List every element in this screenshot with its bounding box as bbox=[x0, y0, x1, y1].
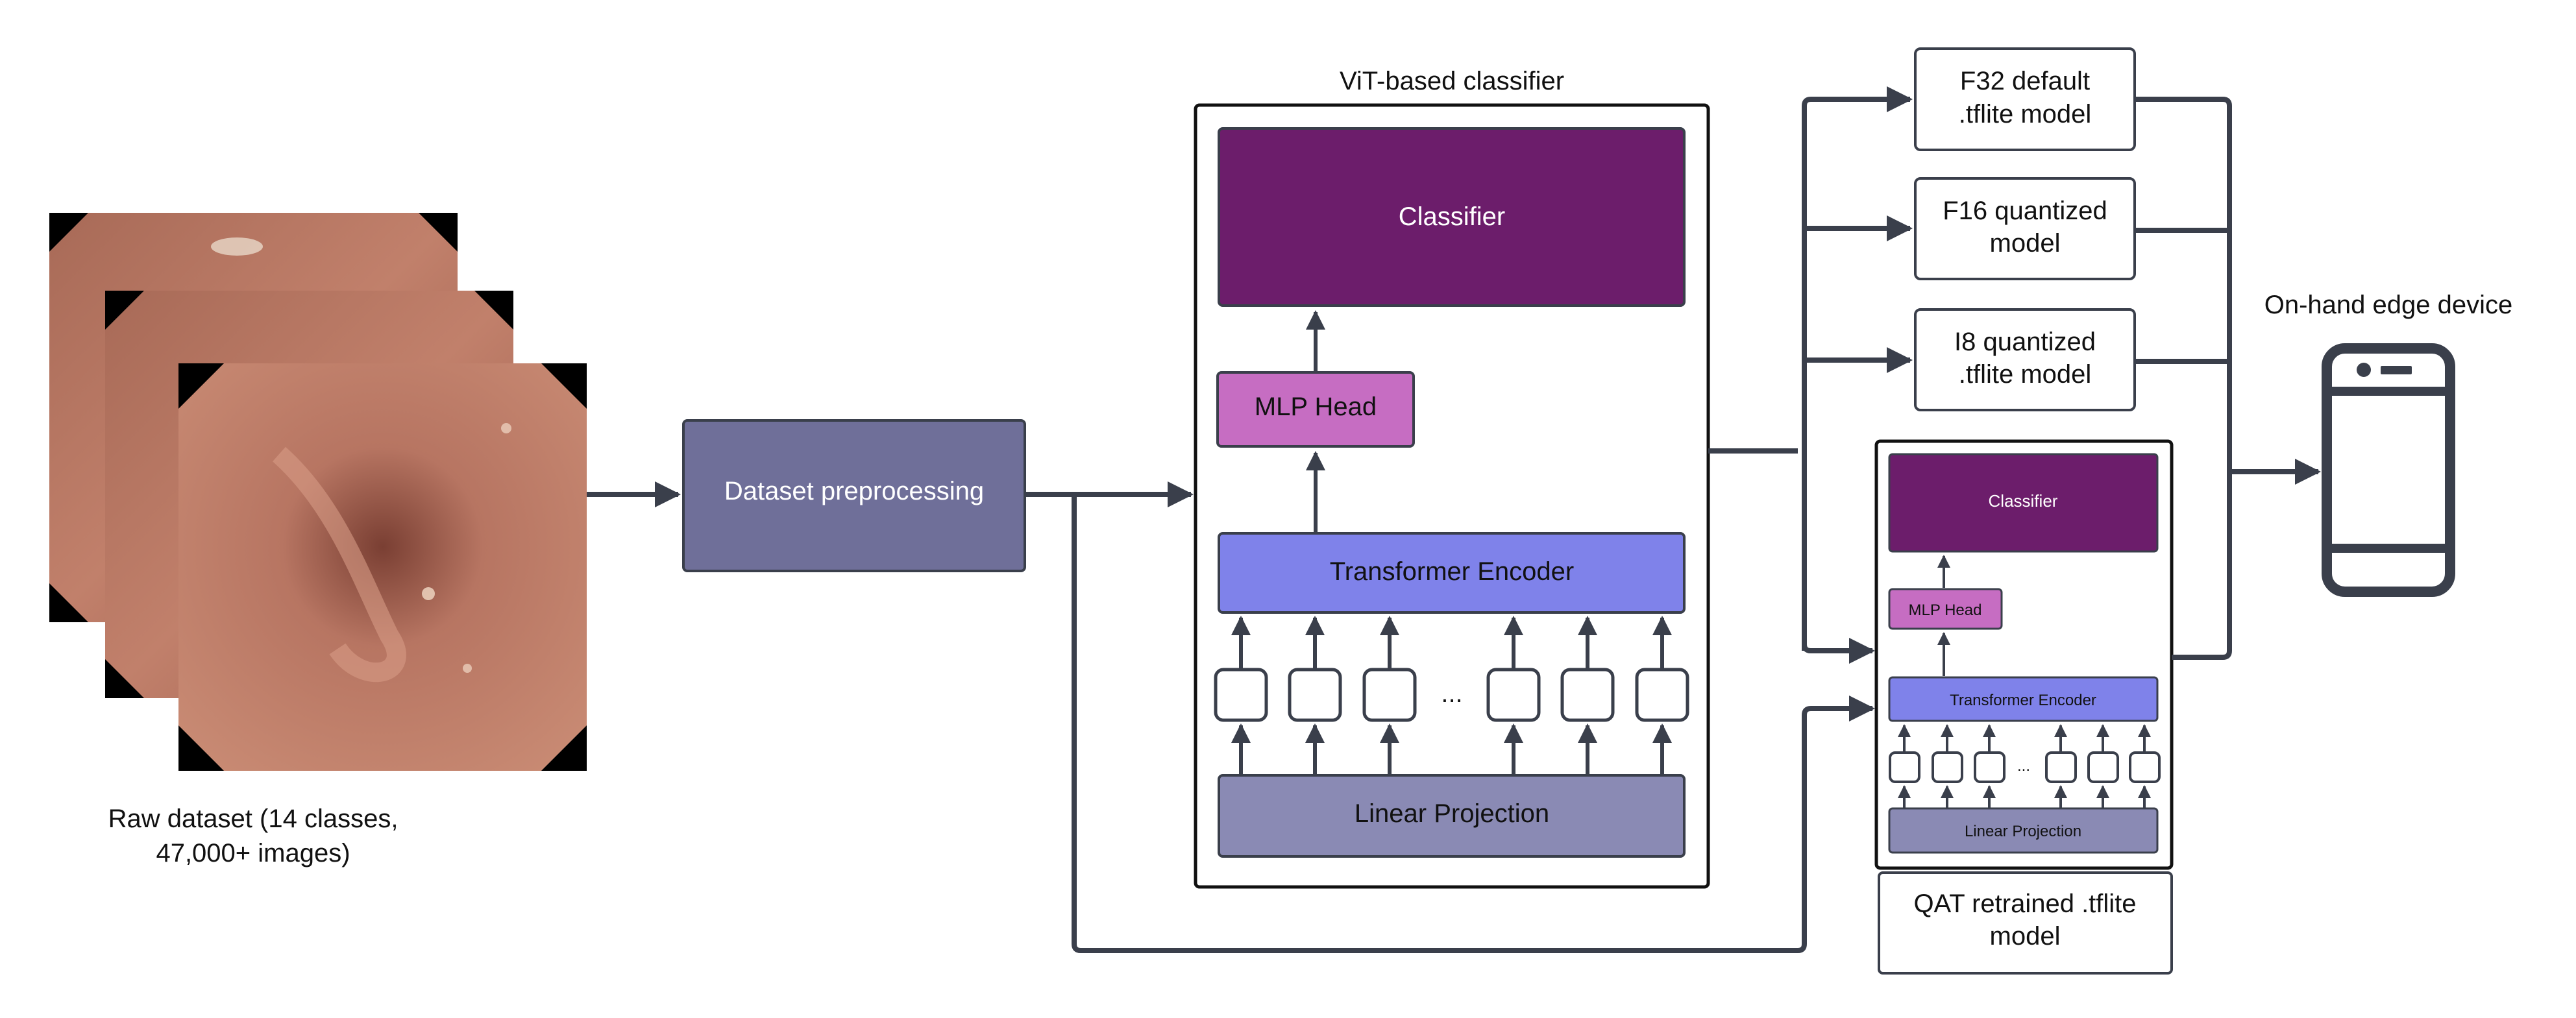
vit-classifier-label: Classifier bbox=[1399, 202, 1505, 231]
qat-token-ellipsis: ... bbox=[2017, 757, 2030, 775]
raw-dataset-caption-line2: 47,000+ images) bbox=[156, 839, 350, 867]
qat-projection-box: Linear Projection bbox=[1888, 807, 2159, 854]
qat-model-label-line1: QAT retrained .tflite bbox=[1913, 890, 2136, 918]
endoscopy-image-front bbox=[178, 363, 587, 771]
preprocessing-box: Dataset preprocessing bbox=[682, 419, 1026, 572]
f32-model-label-line2: .tflite model bbox=[1959, 100, 2092, 128]
vit-token-ellipsis: ... bbox=[1441, 679, 1462, 708]
qat-token bbox=[2129, 751, 2161, 783]
preprocessing-label: Dataset preprocessing bbox=[724, 477, 984, 505]
qat-projection-label: Linear Projection bbox=[1965, 823, 2081, 840]
vit-token-to-encoder-arrows bbox=[1231, 616, 1672, 668]
qat-token bbox=[1889, 751, 1920, 783]
vit-mlp-head-box: MLP Head bbox=[1216, 371, 1415, 448]
vit-token bbox=[1635, 668, 1689, 722]
qat-classifier-box: Classifier bbox=[1888, 453, 2159, 553]
arrow-preprocessing-to-qat bbox=[1072, 494, 1875, 953]
qat-token bbox=[2087, 751, 2119, 783]
qat-mlp-head-label: MLP Head bbox=[1909, 601, 1982, 619]
vit-projection-label: Linear Projection bbox=[1355, 799, 1549, 828]
qat-encoder-box: Transformer Encoder bbox=[1888, 676, 2159, 722]
i8-model-label-line1: I8 quantized bbox=[1954, 328, 2096, 356]
vit-projection-to-token-arrows bbox=[1231, 723, 1672, 776]
qat-model-label-line2: model bbox=[1990, 922, 2061, 951]
vit-token bbox=[1214, 668, 1268, 722]
f32-model-box: F32 default .tflite model bbox=[1914, 47, 2136, 151]
vit-token bbox=[1486, 668, 1541, 722]
i8-model-label-line2: .tflite model bbox=[1959, 360, 2092, 389]
f16-model-box: F16 quantized model bbox=[1914, 177, 2136, 280]
raw-dataset-caption-line1: Raw dataset (14 classes, bbox=[108, 805, 399, 833]
vit-token bbox=[1560, 668, 1615, 722]
qat-classifier-label: Classifier bbox=[1989, 491, 2058, 511]
qat-token bbox=[1974, 751, 2006, 783]
qat-token bbox=[2045, 751, 2077, 783]
qat-mlp-head-box: MLP Head bbox=[1888, 588, 2003, 630]
qat-encoder-label: Transformer Encoder bbox=[1950, 692, 2096, 709]
vit-title: ViT-based classifier bbox=[1340, 67, 1564, 95]
qat-projection-to-token-arrows bbox=[1898, 785, 2151, 808]
raw-dataset-images bbox=[49, 213, 587, 771]
vit-projection-box: Linear Projection bbox=[1218, 774, 1686, 858]
models-to-device-arrows bbox=[2135, 97, 2321, 660]
vit-classifier-box: Classifier bbox=[1218, 127, 1686, 307]
qat-token-to-encoder-arrows bbox=[1898, 724, 2151, 751]
qat-model-box: QAT retrained .tflite model bbox=[1878, 871, 2173, 975]
f16-model-label-line2: model bbox=[1990, 229, 2061, 258]
phone-icon bbox=[2322, 343, 2455, 597]
qat-token-row: ... bbox=[1889, 751, 2161, 783]
f32-model-label-line1: F32 default bbox=[1960, 67, 2090, 95]
vit-token bbox=[1362, 668, 1417, 722]
i8-model-box: I8 quantized .tflite model bbox=[1914, 308, 2136, 411]
vit-token-row: ... bbox=[1214, 668, 1689, 722]
vit-token bbox=[1288, 668, 1342, 722]
qat-token bbox=[1932, 751, 1963, 783]
vit-encoder-box: Transformer Encoder bbox=[1218, 532, 1686, 614]
f16-model-label-line1: F16 quantized bbox=[1943, 197, 2107, 225]
vit-output-arrows bbox=[1708, 86, 1913, 664]
vit-mlp-head-label: MLP Head bbox=[1255, 393, 1377, 421]
device-label: On-hand edge device bbox=[2264, 291, 2513, 319]
vit-encoder-label: Transformer Encoder bbox=[1330, 557, 1574, 586]
